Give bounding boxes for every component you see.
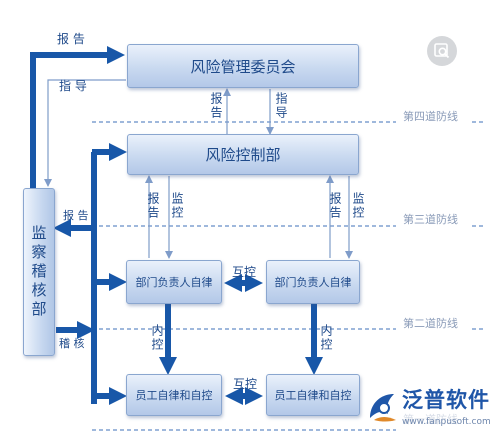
label-report-top: 报 告 bbox=[57, 32, 85, 46]
label-guide-mid: 指导 bbox=[274, 92, 288, 120]
label-report-side: 报 告 bbox=[63, 209, 89, 222]
dept-head-right-box: 部门负责人自律 bbox=[266, 260, 360, 304]
label-monitor-left: 监控 bbox=[170, 192, 184, 220]
audit-dept-box: 监察稽核部 bbox=[23, 188, 55, 356]
label-report-right: 报告 bbox=[328, 192, 342, 220]
image-search-icon bbox=[434, 43, 450, 59]
control-dept-label: 风险控制部 bbox=[205, 146, 281, 164]
logo-brand: 泛普软件 bbox=[402, 388, 490, 412]
committee-box: 风险管理委员会 bbox=[127, 44, 359, 88]
fanpu-logo-icon bbox=[370, 394, 396, 422]
label-internal-control-left: 内控 bbox=[150, 324, 164, 352]
defense-label-first: 第一道防线 bbox=[403, 413, 458, 426]
audit-dept-label: 监察稽核部 bbox=[29, 224, 48, 320]
defense-label-third: 第三道防线 bbox=[403, 213, 458, 226]
staff-left-label: 员工自律和自控 bbox=[135, 389, 213, 402]
label-report-mid: 报告 bbox=[209, 92, 223, 120]
label-internal-control-right: 内控 bbox=[319, 324, 333, 352]
logo-url: www.fanpusoft.com bbox=[402, 417, 491, 427]
defense-label-second: 第二道防线 bbox=[403, 317, 458, 330]
thick-arrows bbox=[30, 46, 323, 405]
label-audit-side: 稽 核 bbox=[59, 337, 85, 350]
label-report-left: 报告 bbox=[146, 192, 160, 220]
arrow-guide-to-audit bbox=[44, 79, 126, 187]
label-guide-top: 指 导 bbox=[59, 79, 87, 93]
dept-head-left-label: 部门负责人自律 bbox=[135, 276, 213, 289]
defense-label-fourth: 第四道防线 bbox=[403, 110, 458, 123]
staff-right-box: 员工自律和自控 bbox=[266, 374, 360, 416]
dept-head-right-label: 部门负责人自律 bbox=[274, 276, 352, 289]
defense-lines bbox=[92, 121, 485, 431]
image-search-button[interactable] bbox=[427, 36, 457, 66]
dept-head-left-box: 部门负责人自律 bbox=[126, 260, 222, 304]
thin-arrows bbox=[44, 79, 353, 259]
staff-left-box: 员工自律和自控 bbox=[126, 374, 222, 416]
label-mutual-control-upper: 互控 bbox=[232, 265, 257, 279]
fanpu-logo: 泛普软件 www.fanpusoft.com bbox=[366, 388, 491, 434]
staff-right-label: 员工自律和自控 bbox=[274, 389, 352, 402]
committee-label: 风险管理委员会 bbox=[190, 57, 296, 76]
label-monitor-right: 监控 bbox=[351, 192, 365, 220]
control-dept-box: 风险控制部 bbox=[127, 134, 359, 175]
label-mutual-control-lower: 互控 bbox=[233, 377, 258, 391]
arrow-audit-report-to-committee bbox=[30, 46, 125, 188]
